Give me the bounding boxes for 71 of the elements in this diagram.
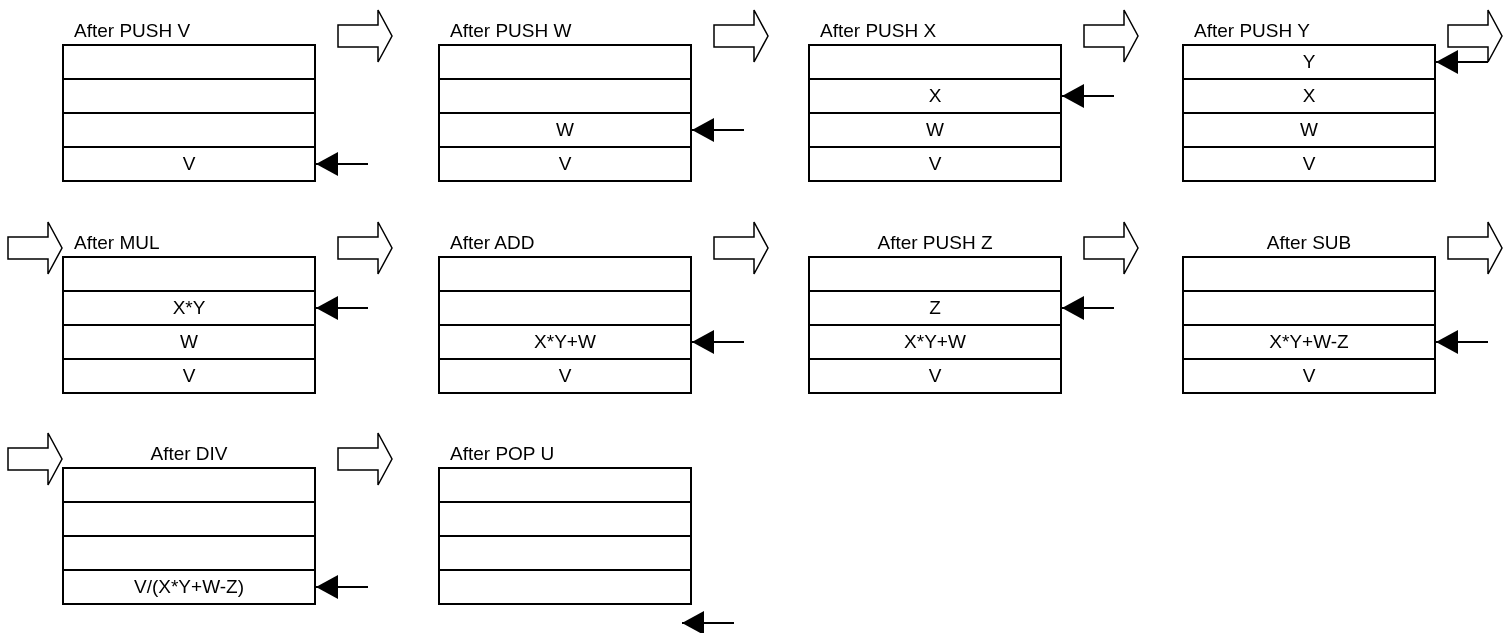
stack-cell	[808, 256, 1062, 292]
stack-cell: X*Y	[62, 290, 316, 326]
pointer-arrow	[315, 296, 369, 320]
stack-cell	[438, 535, 692, 571]
block-arrow	[1083, 221, 1139, 275]
stack-title: After DIV	[149, 442, 229, 466]
stack-cell: X*Y+W-Z	[1182, 324, 1436, 360]
stack-title: After MUL	[73, 231, 161, 255]
stack-title: After SUB	[1265, 231, 1353, 255]
stack-cell: V	[1182, 358, 1436, 394]
stack-cell: V	[808, 146, 1062, 182]
stack-cell: Z	[808, 290, 1062, 326]
stack-title: After PUSH Y	[1193, 19, 1311, 43]
stack-cell: Y	[1182, 44, 1436, 80]
block-arrow	[1447, 221, 1503, 275]
stack-title: After PUSH Z	[876, 231, 994, 255]
stack-cell: W	[1182, 112, 1436, 148]
stack-cell: V	[62, 358, 316, 394]
stack-title: After POP U	[449, 442, 556, 466]
stack-cell	[1182, 290, 1436, 326]
stack-cell	[438, 256, 692, 292]
pointer-arrow	[691, 118, 745, 142]
stack-cell	[62, 112, 316, 148]
stack-cell: X*Y+W	[808, 324, 1062, 360]
stack-cell: X*Y+W	[438, 324, 692, 360]
pointer-arrow	[1435, 330, 1489, 354]
block-arrow	[1083, 9, 1139, 63]
pointer-arrow	[1061, 296, 1115, 320]
pointer-arrow	[681, 611, 735, 633]
stack-cell	[808, 44, 1062, 80]
stack-cell	[438, 44, 692, 80]
block-arrow	[7, 221, 63, 275]
block-arrow	[713, 9, 769, 63]
stack-cell: X	[1182, 78, 1436, 114]
stack-cell: V	[438, 146, 692, 182]
stack-cell: V	[1182, 146, 1436, 182]
block-arrow	[1447, 9, 1503, 63]
stack-cell: V/(X*Y+W-Z)	[62, 569, 316, 605]
block-arrow	[7, 432, 63, 486]
block-arrow	[337, 9, 393, 63]
pointer-arrow	[691, 330, 745, 354]
stack-cell: W	[808, 112, 1062, 148]
stack-cell	[438, 467, 692, 503]
stack-title: After PUSH W	[449, 19, 573, 43]
stack-cell: W	[438, 112, 692, 148]
stack-cell: V	[438, 358, 692, 394]
stack-title: After ADD	[449, 231, 536, 255]
stack-cell: V	[808, 358, 1062, 394]
block-arrow	[337, 221, 393, 275]
stack-cell	[438, 501, 692, 537]
stack-cell: V	[62, 146, 316, 182]
stack-cell	[62, 535, 316, 571]
stack-cell	[62, 501, 316, 537]
stack-cell	[62, 256, 316, 292]
pointer-arrow	[1061, 84, 1115, 108]
pointer-arrow	[315, 152, 369, 176]
stack-title: After PUSH X	[819, 19, 938, 43]
stack-title: After PUSH V	[73, 19, 192, 43]
block-arrow	[337, 432, 393, 486]
stack-cell	[62, 78, 316, 114]
stack-cell	[438, 569, 692, 605]
stack-cell: X	[808, 78, 1062, 114]
pointer-arrow	[315, 575, 369, 599]
stack-cell	[62, 467, 316, 503]
stack-cell	[1182, 256, 1436, 292]
stack-cell	[62, 44, 316, 80]
stack-cell: W	[62, 324, 316, 360]
stack-cell	[438, 290, 692, 326]
pointer-arrow	[1435, 50, 1489, 74]
stack-cell	[438, 78, 692, 114]
block-arrow	[713, 221, 769, 275]
